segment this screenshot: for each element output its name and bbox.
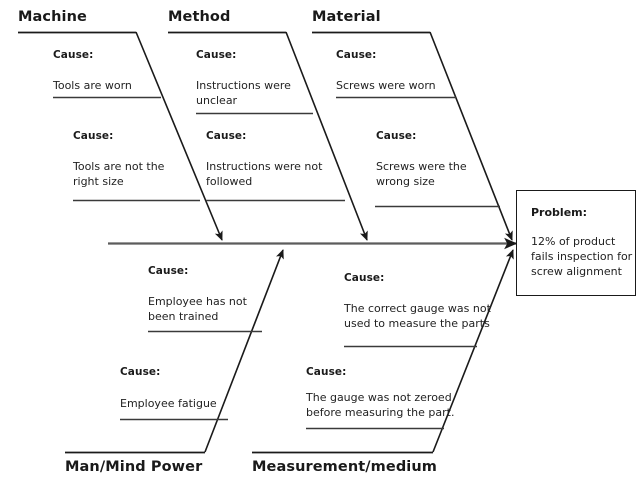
- cause-label-man-mind-power-2: Cause:: [120, 366, 161, 378]
- measurement-medium-rib: [432, 249, 514, 453]
- man-mind-power-rib: [204, 249, 284, 453]
- problem-title: Problem:: [531, 206, 588, 219]
- cause-label-measurement-medium-2: Cause:: [306, 366, 347, 378]
- category-label-material: Material: [312, 9, 381, 25]
- cause-label-material-2: Cause:: [376, 130, 417, 142]
- category-label-measurement-medium: Measurement/medium: [252, 459, 438, 475]
- category-ribs-bottom: [204, 249, 514, 453]
- material-rib: [429, 31, 513, 241]
- category-ribs-top: [135, 31, 513, 241]
- cause-label-machine-2: Cause:: [73, 130, 114, 142]
- cause-label-man-mind-power-1: Cause:: [148, 265, 189, 277]
- cause-underlines-top: [53, 96, 500, 208]
- cause-text-man-mind-power-2: Employee fatigue: [120, 397, 217, 410]
- cause-text-material-1: Screws were worn: [336, 79, 436, 92]
- cause-label-measurement-medium-1: Cause:: [344, 272, 385, 284]
- cause-label-method-1: Cause:: [196, 49, 237, 61]
- category-label-man-mind-power: Man/Mind Power: [65, 459, 203, 475]
- cause-underlines-bottom: [120, 330, 477, 430]
- cause-label-method-2: Cause:: [206, 130, 247, 142]
- cause-text-machine-1: Tools are worn: [53, 79, 132, 92]
- category-label-method: Method: [168, 9, 231, 25]
- method-rib: [285, 31, 368, 241]
- category-label-machine: Machine: [18, 9, 87, 25]
- cause-label-machine-1: Cause:: [53, 49, 94, 61]
- cause-label-material-1: Cause:: [336, 49, 377, 61]
- machine-rib: [135, 31, 223, 241]
